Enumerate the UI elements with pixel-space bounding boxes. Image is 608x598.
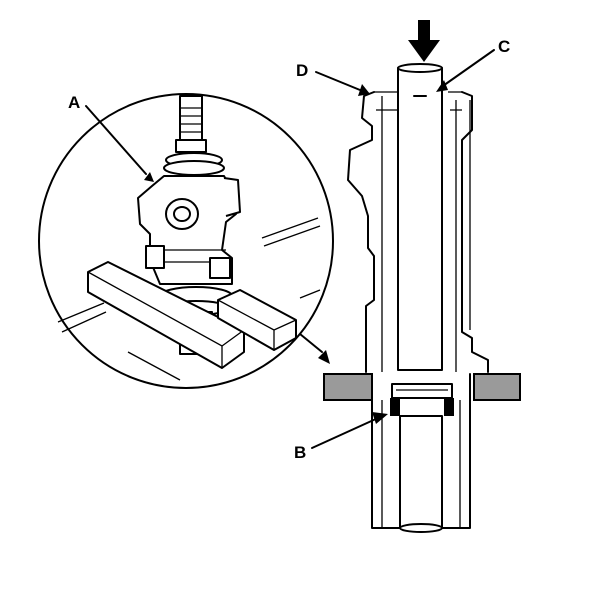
callout-d: D: [296, 61, 308, 80]
press-block-right: [473, 373, 521, 401]
bench-lines: [57, 217, 321, 381]
callout-b: B: [294, 443, 306, 462]
press-shaft: [397, 67, 443, 371]
lower-shaft: [399, 415, 443, 529]
callout-leaders: [85, 49, 495, 449]
press-block-left: [323, 373, 373, 401]
support-blocks: [87, 261, 297, 369]
callout-c: C: [498, 37, 510, 56]
seal-bushing: [390, 383, 454, 416]
housing-left-wall: [347, 91, 375, 373]
inset-pointer-arrow: [299, 333, 330, 364]
press-section: [323, 20, 521, 533]
callout-a: A: [68, 93, 80, 112]
magnified-inset: [38, 93, 334, 389]
press-force-arrow: [408, 20, 440, 62]
housing-right-wall: [461, 91, 489, 373]
inset-circle: [38, 93, 334, 389]
support-block-right: [217, 289, 297, 351]
